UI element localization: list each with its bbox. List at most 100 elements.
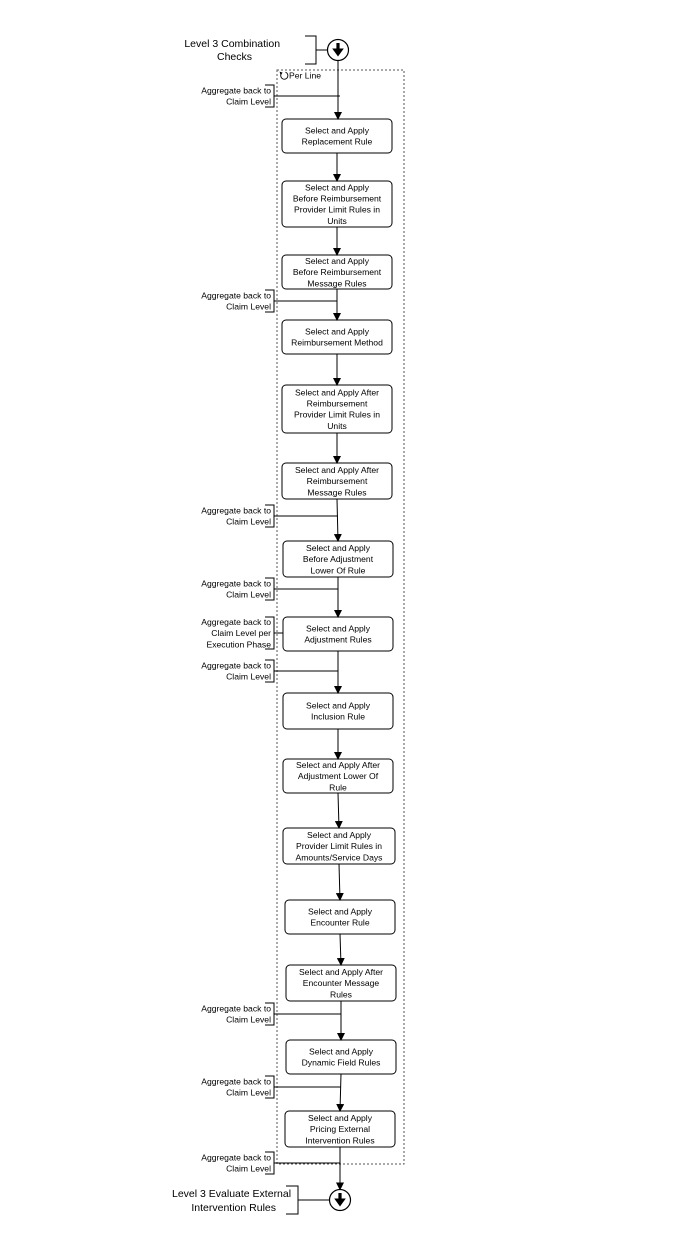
process-step-label-line: Encounter Message <box>303 978 380 988</box>
start-event[interactable] <box>326 38 350 62</box>
sequence-flows <box>333 60 345 1191</box>
process-step-label-line: Select and Apply <box>308 907 373 917</box>
annotation-label-line: Execution Phase <box>207 639 272 649</box>
annotation-bracket <box>265 1075 341 1099</box>
process-step-label-line: Adjustment Rules <box>304 635 371 645</box>
annotation-label-line: Aggregate back to <box>201 506 271 516</box>
annotation-bracket <box>265 84 340 108</box>
process-step-label-line: Pricing External <box>310 1124 370 1134</box>
start-event-label: Level 3 Combination Checks <box>184 38 283 63</box>
annotation-label-line: Aggregate back to <box>201 291 271 301</box>
process-step-label-line: Select and Apply After <box>296 760 380 770</box>
process-step-label-line: Select and Apply <box>305 256 370 266</box>
annotation-label-line: Claim Level <box>226 672 271 682</box>
start-event-label-line: Level 3 Combination <box>184 38 280 50</box>
process-step-label-line: Provider Limit Rules in <box>294 410 380 420</box>
process-step-label-line: Select and Apply <box>309 1047 374 1057</box>
arrow-down-icon <box>334 1193 346 1207</box>
process-step-label-line: Before Reimbursement <box>293 267 382 277</box>
start-event-label-line: Checks <box>217 51 252 63</box>
annotation-bracket <box>265 289 337 313</box>
end-event-label-bracket <box>286 1185 330 1215</box>
annotation-bracket <box>265 1151 340 1175</box>
annotation-label-line: Aggregate back to <box>201 1153 271 1163</box>
annotation-label-line: Claim Level <box>226 590 271 600</box>
annotation-label-line: Aggregate back to <box>201 579 271 589</box>
process-step-label-line: Inclusion Rule <box>311 712 365 722</box>
annotation-label-line: Aggregate back to <box>201 617 271 627</box>
process-step-label-line: Before Reimbursement <box>293 194 382 204</box>
process-step-label-line: Reimbursement <box>307 476 368 486</box>
process-step-label-line: Select and Apply After <box>295 465 379 475</box>
process-step-label-line: Adjustment Lower Of <box>298 771 379 781</box>
annotation-label-line: Claim Level <box>226 1088 271 1098</box>
end-event[interactable] <box>328 1188 352 1212</box>
annotation-label-line: Claim Level <box>226 97 271 107</box>
process-step-label-line: Intervention Rules <box>305 1135 374 1145</box>
annotation-label-line: Aggregate back to <box>201 86 271 96</box>
process-step-label-line: Reimbursement Method <box>291 338 383 348</box>
process-step-label-line: Select and Apply <box>306 543 371 553</box>
loop-label: Per Line <box>289 71 321 81</box>
annotation-label-line: Claim Level <box>226 302 271 312</box>
annotation-label-line: Claim Level <box>226 1164 271 1174</box>
process-step-label-line: Select and Apply After <box>299 967 383 977</box>
annotation-bracket <box>265 504 338 528</box>
process-step-label-line: Select and Apply <box>307 830 372 840</box>
process-step-label-line: Provider Limit Rules in <box>294 205 380 215</box>
annotation-label-line: Aggregate back to <box>201 1004 271 1014</box>
process-step-label-line: Units <box>327 421 347 431</box>
process-step-label-line: Replacement Rule <box>302 137 373 147</box>
flow-arrow <box>334 792 343 829</box>
annotation-bracket <box>265 577 338 601</box>
loop-icon <box>279 71 289 80</box>
flow-arrow <box>336 1073 345 1112</box>
process-step-label-line: Dynamic Field Rules <box>302 1058 381 1068</box>
flow-arrow <box>335 863 344 901</box>
end-event-label-line: Level 3 Evaluate External <box>172 1188 291 1200</box>
process-step-label-line: Encounter Rule <box>310 918 369 928</box>
annotation-label-line: Claim Level per <box>211 628 271 638</box>
flow-arrow <box>336 933 345 966</box>
arrow-down-icon <box>332 43 344 57</box>
